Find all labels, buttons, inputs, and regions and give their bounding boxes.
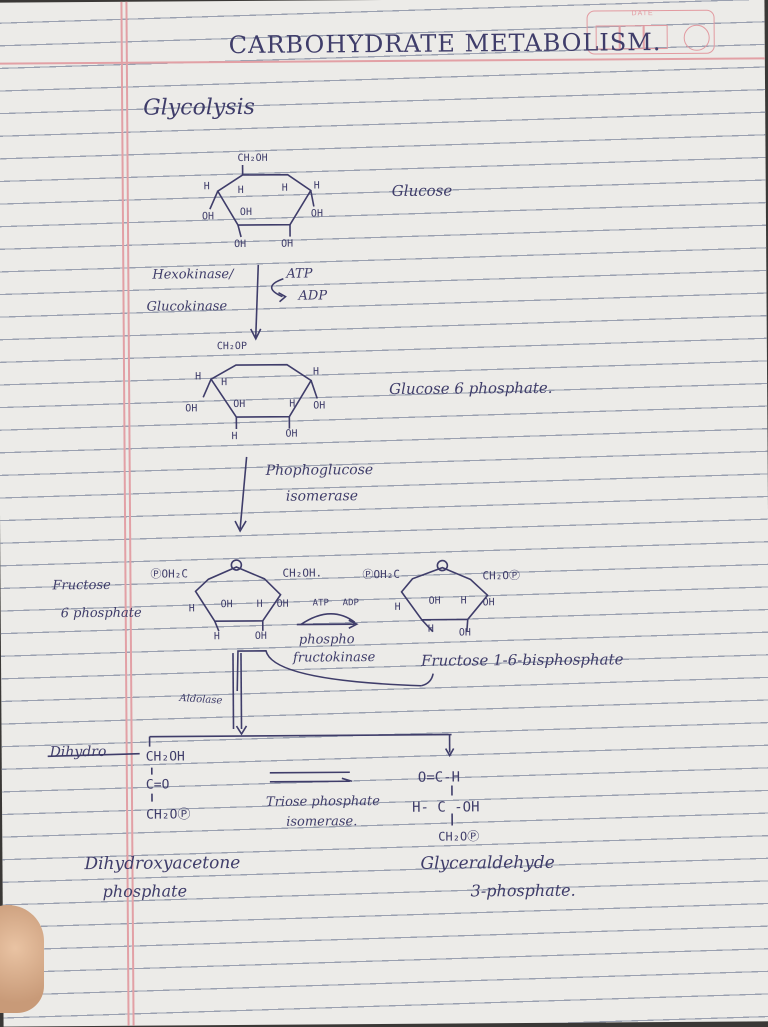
glucokinase-label: Glucokinase xyxy=(147,299,228,315)
f16bp-h: H xyxy=(461,595,467,606)
f6p-ring xyxy=(195,567,280,622)
triose-phosphate-label: Triose phosphate xyxy=(266,794,380,810)
f6p-oh: OH xyxy=(255,631,267,642)
f6p-left: ⓅOH₂C xyxy=(150,565,188,581)
phosphoglucose-label: Phophoglucose xyxy=(266,462,374,479)
g6p-h: H xyxy=(313,366,319,377)
triose-isomerase-label: isomerase. xyxy=(286,814,357,829)
g3p-label-2: 3-phosphate. xyxy=(471,881,576,901)
f16bp-label: Fructose 1-6-bisphosphate xyxy=(421,650,624,669)
g6p-oh: OH xyxy=(285,429,297,440)
g3p-line-1: O=C-H xyxy=(418,769,460,785)
page-title: CARBOHYDRATE METABOLISM. xyxy=(229,28,662,59)
g6p-h: H xyxy=(195,371,201,382)
dhap-label-2: phosphate xyxy=(103,881,188,901)
glucose-oh: OH xyxy=(281,239,293,250)
f6p-label-1: Fructose xyxy=(52,578,110,593)
glucose-oh: OH xyxy=(240,207,252,218)
g6p-oh: OH xyxy=(233,399,245,410)
isomerase-label: isomerase xyxy=(286,488,358,505)
f6p-right: CH₂OH. xyxy=(282,566,322,579)
f16bp-oh: OH xyxy=(429,596,441,607)
dhap-line-2: C=O xyxy=(146,778,170,793)
f16bp-oh: OH xyxy=(483,597,495,608)
glucose-oh: OH xyxy=(202,211,214,222)
f6p-h: H xyxy=(257,599,263,610)
glucose-oh: OH xyxy=(311,208,323,219)
glucose-h: H xyxy=(282,183,288,194)
f16bp-h: H xyxy=(428,624,434,635)
glucose-ring xyxy=(218,175,311,226)
g6p-ring xyxy=(211,365,311,418)
g6p-h: H xyxy=(231,431,237,442)
g6p-h: H xyxy=(221,377,227,388)
thumb xyxy=(0,905,44,1013)
glucose-ch2oh: CH₂OH xyxy=(237,153,267,164)
g3p-label-1: Glyceraldehyde xyxy=(420,853,554,874)
adp-label: ADP xyxy=(298,288,327,303)
atp-label: ATP xyxy=(286,266,312,281)
g6p-h: H xyxy=(289,399,295,410)
f16bp-oh: OH xyxy=(459,627,471,638)
g6p-label: Glucose 6 phosphate. xyxy=(389,379,553,398)
phosphofructokinase-label-1: phospho xyxy=(299,632,355,647)
g6p-oh: OH xyxy=(313,400,325,411)
phosphofructokinase-label-2: fructokinase xyxy=(293,650,375,666)
adp-label-2: ADP xyxy=(343,598,359,608)
glucose-h: H xyxy=(204,181,210,192)
isomerase-arrow-top xyxy=(270,772,350,773)
f6p-h: H xyxy=(189,603,195,614)
g6p-ch2op: CH₂OP xyxy=(217,341,247,352)
f16bp-h: H xyxy=(395,602,401,613)
arrow-1 xyxy=(255,265,259,337)
hexokinase-label: Hexokinase/ xyxy=(152,267,233,283)
f6p-label-2: 6 phosphate xyxy=(61,606,142,622)
g3p-line-2: H- C -OH xyxy=(412,799,480,815)
atp-label-2: ATP xyxy=(313,598,329,608)
f16bp-ring xyxy=(401,567,487,620)
glucose-h: H xyxy=(314,180,320,191)
f16bp-right: CH₂OⓅ xyxy=(482,567,520,583)
f6p-oh: OH xyxy=(221,599,233,610)
aldolase-arrow-up xyxy=(233,653,234,729)
dhap-struck-text: Dihydro xyxy=(50,744,107,760)
glucose-h: H xyxy=(238,185,244,196)
glucose-oh: OH xyxy=(234,239,246,250)
f16bp-left: ⓅOH₂C xyxy=(362,566,400,582)
f6p-h: H xyxy=(214,631,220,642)
section-heading: Glycolysis xyxy=(143,95,255,121)
g3p-line-3: CH₂OⓅ xyxy=(438,827,479,844)
dhap-line-3: CH₂OⓅ xyxy=(146,803,190,822)
glucose-label: Glucose xyxy=(392,182,453,200)
dhap-line-1: CH₂OH xyxy=(146,749,185,764)
f6p-oh: OH xyxy=(277,599,289,610)
dhap-label-1: Dihydroxyacetone xyxy=(84,853,240,874)
arrow-2 xyxy=(240,457,248,529)
g6p-oh: OH xyxy=(185,403,197,414)
